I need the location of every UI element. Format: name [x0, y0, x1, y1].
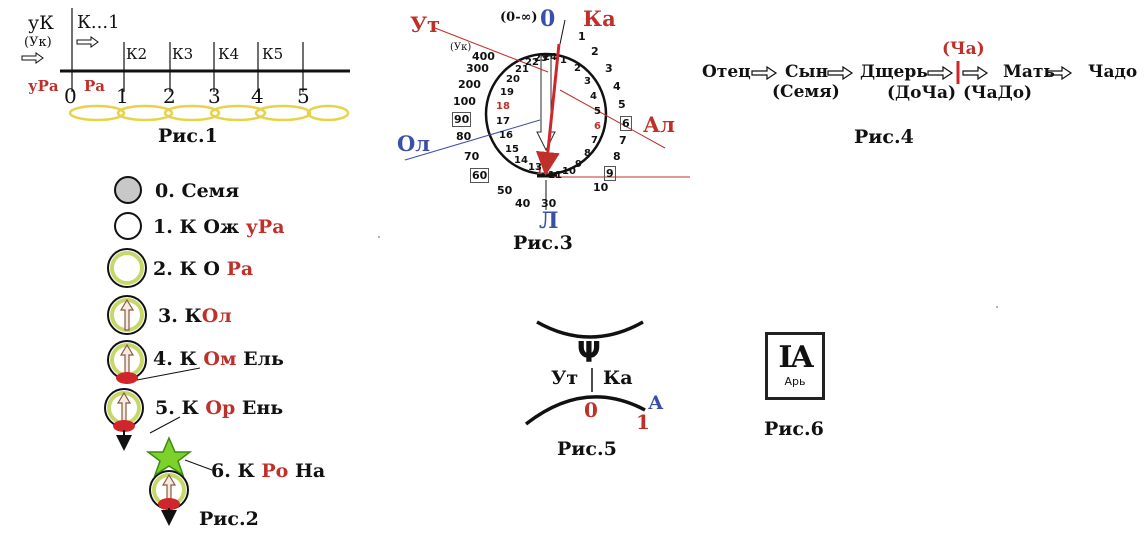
- fig3-outer-80: 80: [456, 130, 472, 143]
- fig1-num-5: 5: [297, 84, 310, 108]
- fig2-item-2: 2. К О Ра: [153, 258, 254, 280]
- fig3-al: Ал: [643, 112, 675, 137]
- fig3-inner-1: 1: [560, 55, 567, 66]
- fig3-ol: Ол: [397, 131, 431, 156]
- star-icon: [145, 436, 193, 477]
- fig3-inner-18: 18: [496, 101, 510, 112]
- fig1-caption: Рис.1: [158, 125, 218, 147]
- fig6-sub: Арь: [784, 375, 806, 388]
- fig3-inner-13: 13: [528, 162, 542, 173]
- fig3-zero: 0: [540, 6, 556, 32]
- fig3-inner-19: 19: [500, 87, 514, 98]
- fig4-chado-paren: (ЧаДо): [963, 83, 1033, 103]
- fig3-outer-1: 1: [578, 30, 586, 43]
- fig6-caption: Рис.6: [764, 418, 824, 440]
- fig5-psi: Ψ: [577, 336, 601, 369]
- fig3-outer-300: 300: [466, 62, 489, 75]
- fig4-chado: Чадо: [1088, 62, 1138, 82]
- fig3-inner-10: 10: [562, 166, 576, 177]
- fig3-inner-23: 23: [534, 53, 548, 64]
- fig1-k-dots: К...1: [77, 12, 120, 33]
- fig2-item-4: 4. К Ом Ель: [153, 348, 284, 370]
- fig3-ut: Ут: [410, 12, 441, 37]
- fig1-uk-paren: (Ук): [24, 35, 52, 50]
- fig3-inner-7: 7: [591, 135, 598, 146]
- fig2-caption: Рис.2: [199, 508, 259, 530]
- fig3-inf: (0-∞): [500, 10, 538, 25]
- fig3-outer-8: 8: [613, 150, 621, 163]
- fig3-outer-30: 30: [541, 197, 557, 210]
- fig3-inner-3: 3: [584, 76, 591, 87]
- fig1-num-3: 3: [208, 84, 221, 108]
- fig3-inner-22: 22: [525, 57, 539, 68]
- fig3-ka: Ка: [583, 6, 616, 31]
- fig4-syn: Сын: [785, 62, 829, 82]
- fig1-num-0: 0: [64, 84, 77, 108]
- fig5-a: А: [648, 392, 664, 414]
- fig3-outer-9: 9: [604, 166, 616, 181]
- fig3-outer-4: 4: [613, 80, 621, 93]
- fig1-k3: К3: [172, 45, 194, 63]
- fig1-num-1: 1: [116, 84, 129, 108]
- fig2-item-6: 6. К Ро На: [211, 460, 326, 482]
- fig1-uk: уК: [28, 12, 54, 34]
- fig3-l: Л: [539, 208, 559, 234]
- fig1-ra: Ра: [84, 77, 105, 95]
- fig1-num-2: 2: [163, 84, 176, 108]
- fig5-zero: 0: [584, 398, 598, 422]
- fig4-semya: (Семя): [772, 82, 840, 102]
- fig5-ka: Ка: [603, 367, 633, 389]
- fig4-cha: (Ча): [942, 39, 985, 59]
- fig2-item-5: 5. К Ор Ень: [155, 397, 284, 419]
- fig3-uk: (Ук): [450, 42, 472, 53]
- fig3-outer-3: 3: [605, 62, 613, 75]
- fig1-k4: К4: [218, 45, 240, 63]
- fig1-ura: уРа: [28, 77, 59, 95]
- fig4-dshcher: Дщерь: [860, 62, 928, 82]
- fig3-outer-7: 7: [619, 134, 627, 147]
- fig3-inner-2: 2: [574, 63, 581, 74]
- fig4-caption: Рис.4: [854, 126, 914, 148]
- fig3-inner-8: 8: [584, 148, 591, 159]
- fig2-item-3: 3. КОл: [158, 305, 232, 327]
- fig3-outer-60: 60: [470, 168, 490, 183]
- fig2-item-1: 1. К Ож уРа: [153, 216, 285, 238]
- fig1-k5: К5: [262, 45, 284, 63]
- fig3-outer-40: 40: [515, 197, 531, 210]
- fig3-inner-14: 14: [514, 155, 528, 166]
- fig3-inner-21: 21: [515, 64, 529, 75]
- fig1-k2: К2: [126, 45, 148, 63]
- fig3-inner-16: 16: [499, 130, 513, 141]
- fig4-mat: Мать: [1003, 62, 1055, 82]
- fig4-otec: Отец: [702, 62, 751, 82]
- fig3-inner-24: 24: [543, 52, 557, 63]
- fig5-ut: Ут: [551, 367, 579, 389]
- fig3-inner-11: 11: [548, 170, 562, 181]
- fig4-docha: (ДоЧа): [887, 83, 957, 103]
- fig3-outer-10: 10: [593, 181, 609, 194]
- fig3-inner-9: 9: [575, 159, 582, 170]
- fig6-frame: IA Арь: [765, 332, 825, 400]
- fig3-inner-15: 15: [505, 144, 519, 155]
- fig2-item-0: 0. Семя: [155, 180, 240, 202]
- fig3-outer-70: 70: [464, 150, 480, 163]
- fig3-outer-100: 100: [453, 95, 476, 108]
- fig5-caption: Рис.5: [557, 438, 617, 460]
- fig3-inner-6: 6: [594, 121, 601, 132]
- fig3-outer-90: 90: [452, 112, 472, 127]
- fig3-outer-2: 2: [591, 45, 599, 58]
- fig5-one: 1: [636, 410, 650, 434]
- fig3-outer-50: 50: [497, 184, 513, 197]
- fig6-glyph: IA: [778, 340, 813, 375]
- fig3-inner-5: 5: [594, 106, 601, 117]
- fig1-num-4: 4: [251, 84, 264, 108]
- fig3-inner-20: 20: [506, 74, 520, 85]
- fig3-outer-200: 200: [458, 78, 481, 91]
- fig3-inner-4: 4: [590, 91, 597, 102]
- fig3-outer-5: 5: [618, 98, 626, 111]
- fig3-inner-17: 17: [496, 116, 510, 127]
- fig3-caption: Рис.3: [513, 232, 573, 254]
- fig3-outer-6: 6: [620, 116, 632, 131]
- fig3-outer-400: 400: [472, 50, 495, 63]
